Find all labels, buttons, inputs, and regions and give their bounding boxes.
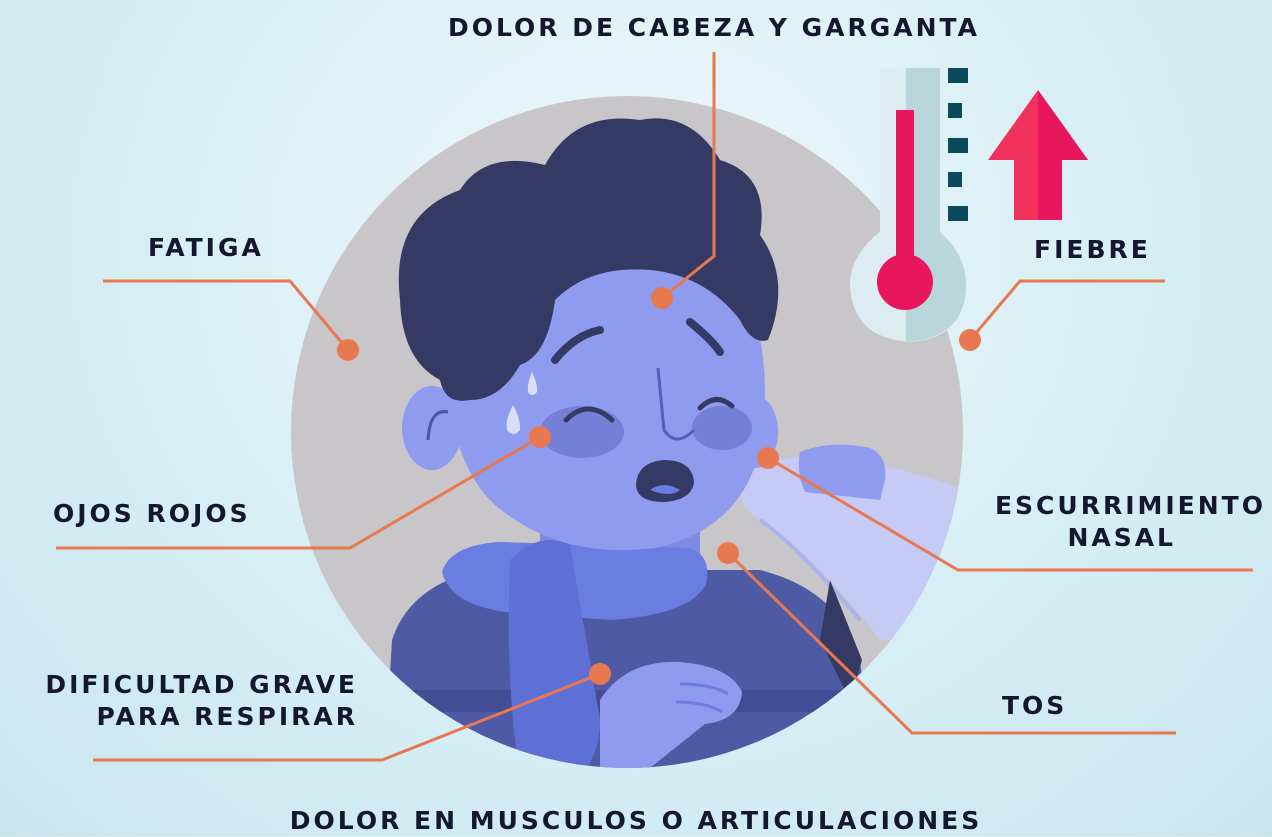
tear-drop [527, 372, 538, 395]
right-cheek [692, 406, 752, 450]
leader-line-breathing [93, 672, 601, 762]
marker-dot-red-eyes [529, 426, 551, 448]
label-runny-nose-line1: ESCURRIMIENTO [994, 491, 1266, 520]
hair [398, 118, 779, 401]
label-breathing-line2: PARA RESPIRAR [96, 702, 358, 731]
leader-lines [56, 52, 1253, 762]
leader-line-fever [968, 279, 1165, 341]
left-ear-detail [426, 410, 449, 441]
marker-dots [337, 287, 981, 685]
marker-dot-fatigue [337, 339, 359, 361]
marker-dot-breathing [589, 663, 611, 685]
finger-lines [675, 682, 729, 714]
label-muscle-pain: DOLOR EN MUSCULOS O ARTICULACIONES [289, 806, 983, 835]
label-runny-nose-line2: NASAL [1067, 523, 1176, 552]
label-red-eyes: OJOS ROJOS [53, 499, 251, 528]
right-eyebrow [686, 318, 724, 356]
left-cheek [540, 406, 624, 458]
nose [656, 367, 696, 441]
right-eye [697, 397, 735, 411]
marker-dot-headache [651, 287, 673, 309]
left-eyebrow [551, 326, 604, 364]
elbow-hand [798, 444, 886, 500]
arm-dark [820, 580, 862, 700]
leader-line-red-eyes [56, 435, 541, 550]
marker-dot-cough [717, 542, 739, 564]
label-fever: FIEBRE [1034, 235, 1151, 264]
marker-dot-runny-nose [757, 447, 779, 469]
leader-line-cough [726, 551, 1176, 735]
tongue [650, 485, 680, 494]
thermometer-icon [850, 68, 966, 342]
leader-line-runny-nose [767, 456, 1253, 572]
label-breathing: DIFICULTAD GRAVE PARA RESPIRAR [45, 669, 358, 733]
arrow-up-icon [988, 90, 1088, 220]
mouth [636, 460, 694, 502]
arm-fold [758, 518, 862, 622]
label-cough: TOS [1002, 691, 1068, 720]
leader-line-fatigue [103, 279, 350, 351]
scarf-tail [508, 540, 600, 768]
thermometer-scale [948, 68, 968, 221]
left-ear [402, 386, 462, 470]
leader-line-headache [661, 52, 716, 300]
tear-drop-2 [506, 405, 521, 434]
left-eye [563, 406, 615, 423]
label-fatigue: FATIGA [148, 233, 264, 262]
hand-chest [600, 661, 742, 768]
marker-dot-fever [959, 329, 981, 351]
label-breathing-line1: DIFICULTAD GRAVE [45, 670, 358, 699]
label-headache: DOLOR DE CABEZA Y GARGANTA [448, 13, 980, 42]
label-runny-nose: ESCURRIMIENTO NASAL [995, 490, 1266, 554]
